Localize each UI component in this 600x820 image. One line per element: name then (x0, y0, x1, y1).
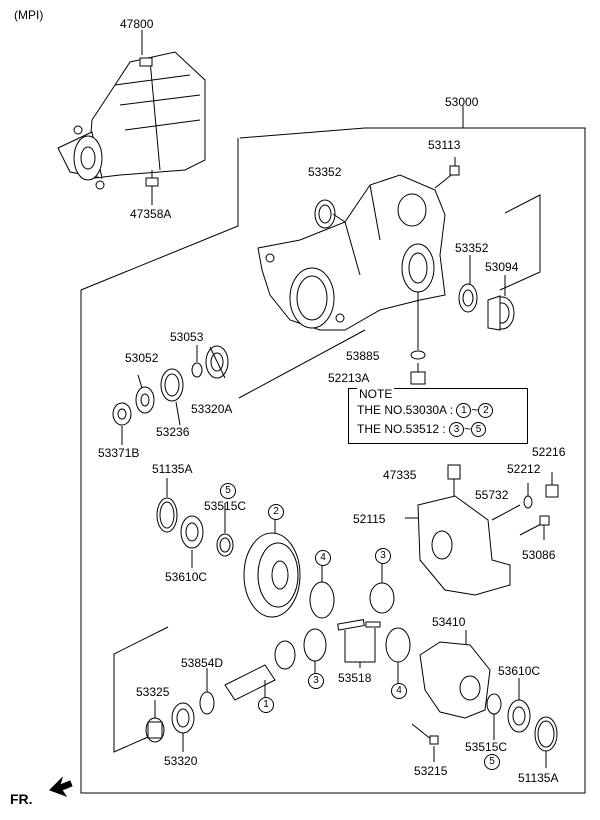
part-label-53094[interactable]: 53094 (485, 260, 519, 274)
part-label-53052[interactable]: 53052 (125, 351, 159, 365)
bolt-53086 (519, 515, 550, 540)
shim-51135a-left (156, 478, 178, 533)
part-label-52115[interactable]: 52115 (353, 512, 386, 526)
part-label-47800[interactable]: 47800 (120, 17, 154, 31)
nut-53371b (112, 402, 132, 445)
part-label-53610c-left[interactable]: 53610C (165, 570, 208, 584)
diff-gear-3-upper (369, 563, 395, 614)
part-label-51135a-right[interactable]: 51135A (518, 771, 559, 785)
part-label-47335[interactable]: 47335 (383, 468, 417, 482)
rear-cover-52115 (405, 495, 511, 596)
part-label-53610c-right[interactable]: 53610C (498, 664, 541, 678)
note-row-1-from: 1 (456, 403, 472, 419)
bearing-53320 (171, 702, 195, 752)
plug-52216 (545, 472, 559, 498)
part-label-53352-right[interactable]: 53352 (455, 241, 489, 255)
pin-55732 (491, 504, 521, 521)
note-box: NOTE THE NO.53030A : 1~2 THE NO.53512 : … (348, 387, 528, 444)
bolt-47358a (145, 170, 159, 205)
note-title: NOTE (357, 387, 395, 402)
part-label-53885[interactable]: 53885 (346, 349, 380, 363)
flange-53052 (135, 374, 155, 414)
bearing-53320a (205, 345, 229, 379)
note-row-2-text: THE NO.53512 : (357, 422, 446, 436)
part-label-53371b[interactable]: 53371B (98, 446, 140, 460)
part-label-53000[interactable]: 53000 (445, 95, 479, 109)
note-row-2-sep: ~ (464, 422, 472, 436)
part-label-53215[interactable]: 53215 (414, 764, 448, 778)
transfer-case-47800 (57, 51, 206, 190)
part-label-47358a[interactable]: 47358A (130, 207, 172, 221)
callout-4-lower: 4 (391, 683, 407, 699)
callout-5-right: 5 (484, 754, 500, 770)
note-row-1-to: 2 (478, 403, 494, 419)
frame-line-left (80, 138, 239, 291)
front-direction-label: FR. (10, 791, 33, 807)
ring-gear (243, 520, 301, 618)
note-row-2-from: 3 (449, 422, 465, 438)
frame-line (80, 127, 586, 794)
plug-53885 (410, 292, 426, 360)
part-label-53325[interactable]: 53325 (136, 685, 170, 699)
drive-pinion (224, 640, 296, 701)
part-label-53320a[interactable]: 53320A (191, 402, 233, 416)
callout-4-upper: 4 (315, 550, 331, 566)
shim-51135a-right (534, 716, 558, 768)
part-label-53113[interactable]: 53113 (428, 138, 461, 152)
collar-53325 (145, 700, 165, 743)
part-label-52216[interactable]: 52216 (532, 445, 566, 459)
diff-gear-4-lower (385, 627, 411, 683)
part-label-55732[interactable]: 55732 (475, 488, 509, 502)
bearing-53610c-left (180, 515, 204, 568)
bearing-53094 (487, 275, 515, 331)
part-label-53086[interactable]: 53086 (522, 548, 556, 562)
variant-label: (MPI) (14, 8, 44, 22)
washer-53515c-right (486, 693, 502, 740)
part-label-53854d[interactable]: 53854D (181, 656, 224, 670)
bolt-53215 (411, 723, 439, 762)
pinion-shaft-53518 (337, 619, 381, 668)
washer-53515c-left (216, 503, 234, 557)
part-label-51135a-left[interactable]: 51135A (152, 462, 193, 476)
callout-3-lower: 3 (308, 673, 324, 689)
spacer-53854d (199, 668, 215, 715)
diff-gear-4-upper (309, 565, 335, 619)
note-row-2: THE NO.53512 : 3~5 (357, 422, 487, 438)
note-row-1-sep: ~ (471, 403, 479, 417)
bolt-53113 (434, 157, 460, 189)
callout-3-upper: 3 (375, 548, 391, 564)
part-label-53515c-right[interactable]: 53515C (465, 740, 508, 754)
callout-1: 1 (258, 697, 274, 713)
drain-plug-52213a (410, 363, 426, 385)
front-direction-arrow (49, 776, 73, 798)
breather-47335 (447, 464, 461, 496)
part-label-53236[interactable]: 53236 (156, 425, 190, 439)
part-label-53053[interactable]: 53053 (170, 330, 204, 344)
seal-53352-left (314, 199, 346, 229)
part-label-53515c-left[interactable]: 53515C (204, 499, 247, 513)
diff-case-53410 (419, 630, 491, 719)
ring-53053 (191, 345, 203, 378)
seal-53352-right (458, 255, 478, 313)
diff-gear-3-lower (303, 628, 327, 673)
part-label-52213a[interactable]: 52213A (328, 371, 370, 385)
note-row-1-text: THE NO.53030A : (357, 403, 454, 417)
part-label-53352-left[interactable]: 53352 (308, 165, 342, 179)
note-row-1: THE NO.53030A : 1~2 (357, 403, 494, 419)
part-label-52212[interactable]: 52212 (507, 462, 541, 476)
seal-53236 (160, 368, 184, 426)
part-label-53518[interactable]: 53518 (338, 671, 372, 685)
gasket-52212 (523, 483, 533, 509)
callout-5-left: 5 (220, 483, 236, 499)
diff-carrier-housing (257, 174, 446, 331)
note-row-2-to: 5 (471, 422, 487, 438)
part-label-53320[interactable]: 53320 (164, 754, 198, 768)
part-label-53410[interactable]: 53410 (432, 615, 466, 629)
callout-2: 2 (268, 504, 284, 520)
bearing-53610c-right (507, 678, 531, 733)
